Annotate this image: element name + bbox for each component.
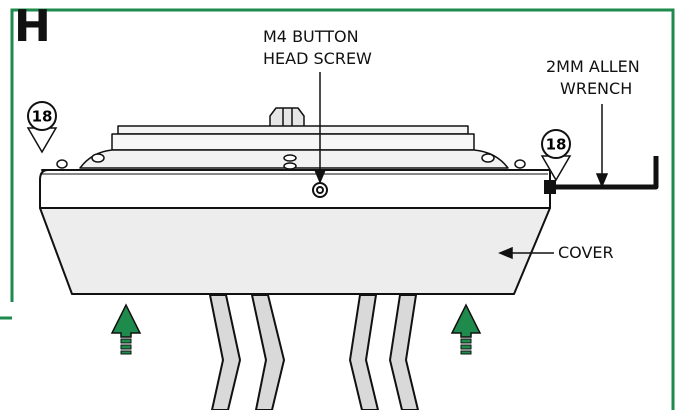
top-housing bbox=[56, 107, 526, 169]
top-plate bbox=[117, 125, 469, 135]
top-nut bbox=[269, 107, 305, 129]
support-leg-2 bbox=[251, 294, 285, 410]
base-upper bbox=[39, 169, 551, 209]
upper-ring bbox=[111, 133, 475, 151]
base-body bbox=[39, 169, 551, 295]
cover-part bbox=[39, 207, 551, 295]
marker-number-right: 18 bbox=[546, 136, 567, 154]
wrench-label-line2: WRENCH bbox=[560, 79, 633, 98]
marker-18-right: 18 bbox=[540, 129, 572, 182]
up-arrow-left bbox=[110, 303, 142, 355]
vent-holes bbox=[283, 154, 297, 170]
screw-label-line1: M4 BUTTON bbox=[263, 27, 359, 46]
step-letter: H bbox=[14, 1, 51, 52]
support-leg-3 bbox=[349, 294, 379, 410]
marker-18-left: 18 bbox=[26, 101, 58, 154]
green-frame bbox=[10, 8, 675, 410]
up-arrow-right bbox=[450, 303, 482, 355]
m4-screw-head bbox=[312, 182, 328, 198]
support-leg-1 bbox=[209, 294, 241, 410]
leader-lines bbox=[313, 72, 609, 260]
screw-label-line2: HEAD SCREW bbox=[263, 49, 372, 68]
allen-wrench bbox=[544, 156, 659, 194]
support-leg-4 bbox=[389, 294, 419, 410]
marker-number-left: 18 bbox=[32, 108, 53, 126]
support-legs bbox=[209, 294, 419, 410]
wrench-label-line1: 2MM ALLEN bbox=[546, 57, 640, 76]
cover-label: COVER bbox=[558, 243, 614, 262]
